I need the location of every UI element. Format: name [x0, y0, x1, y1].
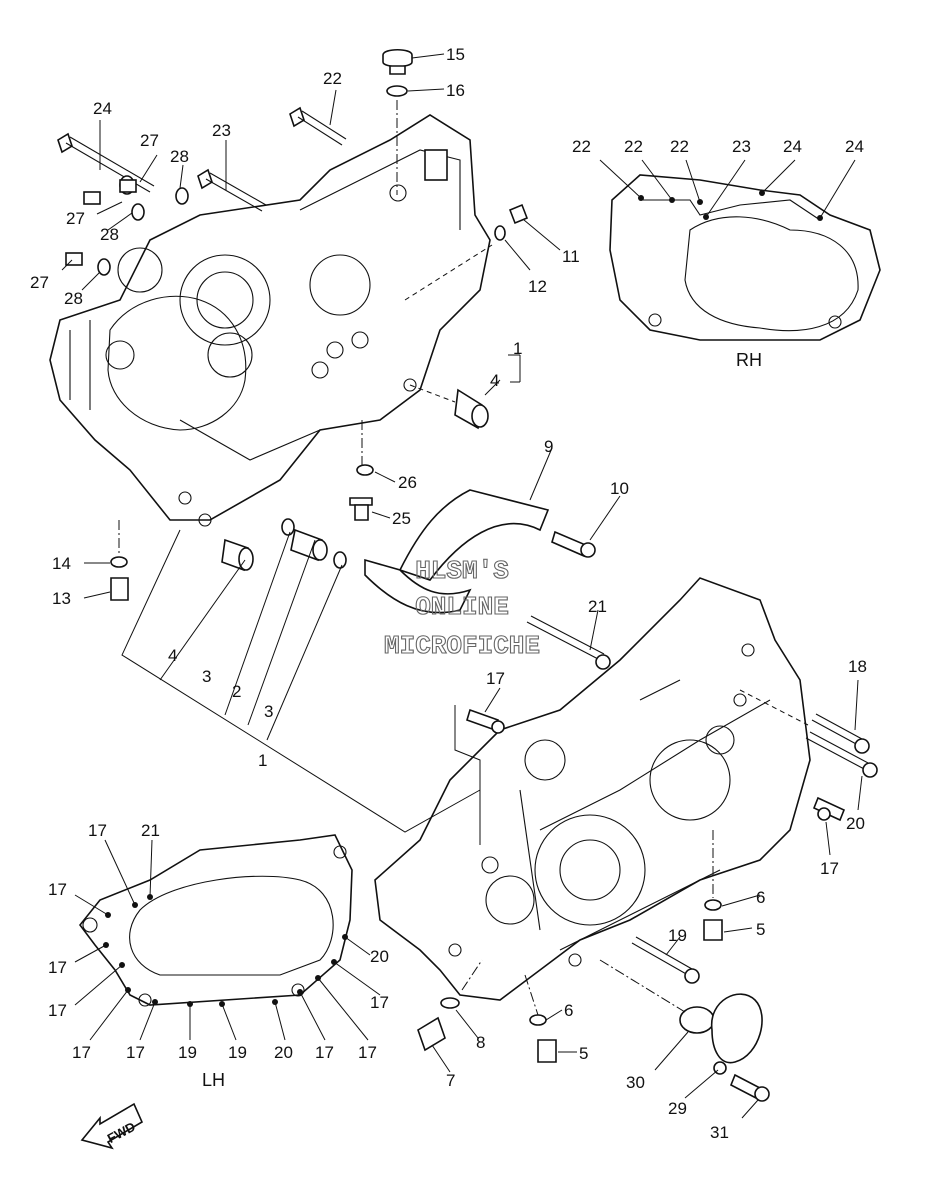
callout-9: 9 [544, 437, 553, 456]
lh-callout-17: 17 [48, 958, 67, 977]
bearing-cap-9 [364, 489, 596, 614]
callout-2: 2 [232, 682, 241, 701]
left-crankcase-half [49, 114, 491, 527]
bolt-11 [404, 203, 529, 301]
callout-6: 6 [756, 888, 765, 907]
bolts-18-20-right [739, 689, 878, 778]
callout-16: 16 [446, 81, 465, 100]
rh-callout-22: 22 [624, 137, 643, 156]
rh-callout-23: 23 [732, 137, 751, 156]
lh-view-label: LH [202, 1070, 225, 1090]
lh-callout-17: 17 [48, 880, 67, 899]
callout-30: 30 [626, 1073, 645, 1092]
callout-8: 8 [476, 1033, 485, 1052]
fwd-arrow-icon: FWD [80, 1102, 144, 1150]
drain-bolt-7-8 [417, 959, 483, 1052]
lh-callout-17: 17 [126, 1043, 145, 1062]
callout-27: 27 [140, 131, 159, 150]
callout-17: 17 [820, 859, 839, 878]
watermark: HLSM'S ONLINE MICROFICHE [383, 555, 540, 661]
lh-callout-17: 17 [370, 993, 389, 1012]
rh-callout-22: 22 [670, 137, 689, 156]
callout-25: 25 [392, 509, 411, 528]
callout-4: 4 [168, 646, 177, 665]
callout-28: 28 [170, 147, 189, 166]
callout-labels: 24 22 23 27 28 27 28 27 28 15 16 11 12 1… [30, 45, 867, 1142]
bolt-13 [110, 520, 129, 601]
callout-6: 6 [564, 1001, 573, 1020]
callout-20: 20 [846, 814, 865, 833]
dowels-2-3-4 [221, 518, 347, 572]
lh-callout-17: 17 [358, 1043, 377, 1062]
callout-14: 14 [52, 554, 71, 573]
callout-28: 28 [64, 289, 83, 308]
bolt-5-6-bottom [524, 974, 557, 1063]
callout-19: 19 [668, 926, 687, 945]
dowel-4-right [409, 384, 489, 430]
callout-12: 12 [528, 277, 547, 296]
lh-callout-21: 21 [141, 821, 160, 840]
right-crankcase-half [374, 577, 811, 1001]
callout-22: 22 [323, 69, 342, 88]
callout-1: 1 [258, 751, 267, 770]
rh-view-label: RH [736, 350, 762, 370]
lh-callout-20: 20 [370, 947, 389, 966]
callout-24: 24 [93, 99, 112, 118]
callout-10: 10 [610, 479, 629, 498]
lh-callout-labels: 17 21 17 17 17 20 17 17 17 17 19 19 20 1… [48, 821, 389, 1090]
lh-callout-17: 17 [72, 1043, 91, 1062]
lh-callout-17: 17 [88, 821, 107, 840]
assembly-bracket-1 [121, 529, 481, 833]
callout-5: 5 [756, 920, 765, 939]
callout-4: 4 [490, 371, 499, 390]
bolt-25 [349, 420, 374, 521]
rh-callout-24: 24 [783, 137, 802, 156]
lh-callout-19: 19 [178, 1043, 197, 1062]
watermark-line-3: MICROFICHE [384, 631, 540, 661]
callout-5: 5 [579, 1044, 588, 1063]
bolt-17-mid [454, 705, 505, 845]
lh-callout-19: 19 [228, 1043, 247, 1062]
lh-callout-20: 20 [274, 1043, 293, 1062]
rh-callout-22: 22 [572, 137, 591, 156]
watermark-line-2: ONLINE [415, 592, 509, 622]
callout-23: 23 [212, 121, 231, 140]
callout-27: 27 [30, 273, 49, 292]
lh-callout-17: 17 [48, 1001, 67, 1020]
callout-27: 27 [66, 209, 85, 228]
callout-7: 7 [446, 1071, 455, 1090]
callout-11: 11 [562, 247, 580, 266]
watermark-line-1: HLSM'S [415, 556, 509, 586]
callout-3: 3 [264, 702, 273, 721]
leader-lines [61, 53, 863, 1119]
callout-31: 31 [710, 1123, 729, 1142]
callout-29: 29 [668, 1099, 687, 1118]
bolt-21-mid [526, 615, 611, 670]
callout-17: 17 [486, 669, 505, 688]
bolt-17-right [812, 796, 846, 822]
callout-21: 21 [588, 597, 607, 616]
callout-3: 3 [202, 667, 211, 686]
callout-26: 26 [398, 473, 417, 492]
callout-13: 13 [52, 589, 71, 608]
drain-plug-15 [382, 48, 413, 195]
rh-callout-labels: 22 22 22 23 24 24 RH [572, 137, 864, 370]
cover-29-30-31 [599, 959, 770, 1102]
bolt-19 [631, 936, 700, 984]
callout-1: 1 [513, 339, 522, 358]
callout-18: 18 [848, 657, 867, 676]
bolt-5-6-right [703, 830, 723, 941]
callout-28: 28 [100, 225, 119, 244]
rh-callout-24: 24 [845, 137, 864, 156]
rh-inset-view [599, 159, 881, 341]
lh-inset-view [74, 834, 381, 1041]
callout-15: 15 [446, 45, 465, 64]
lh-callout-17: 17 [315, 1043, 334, 1062]
